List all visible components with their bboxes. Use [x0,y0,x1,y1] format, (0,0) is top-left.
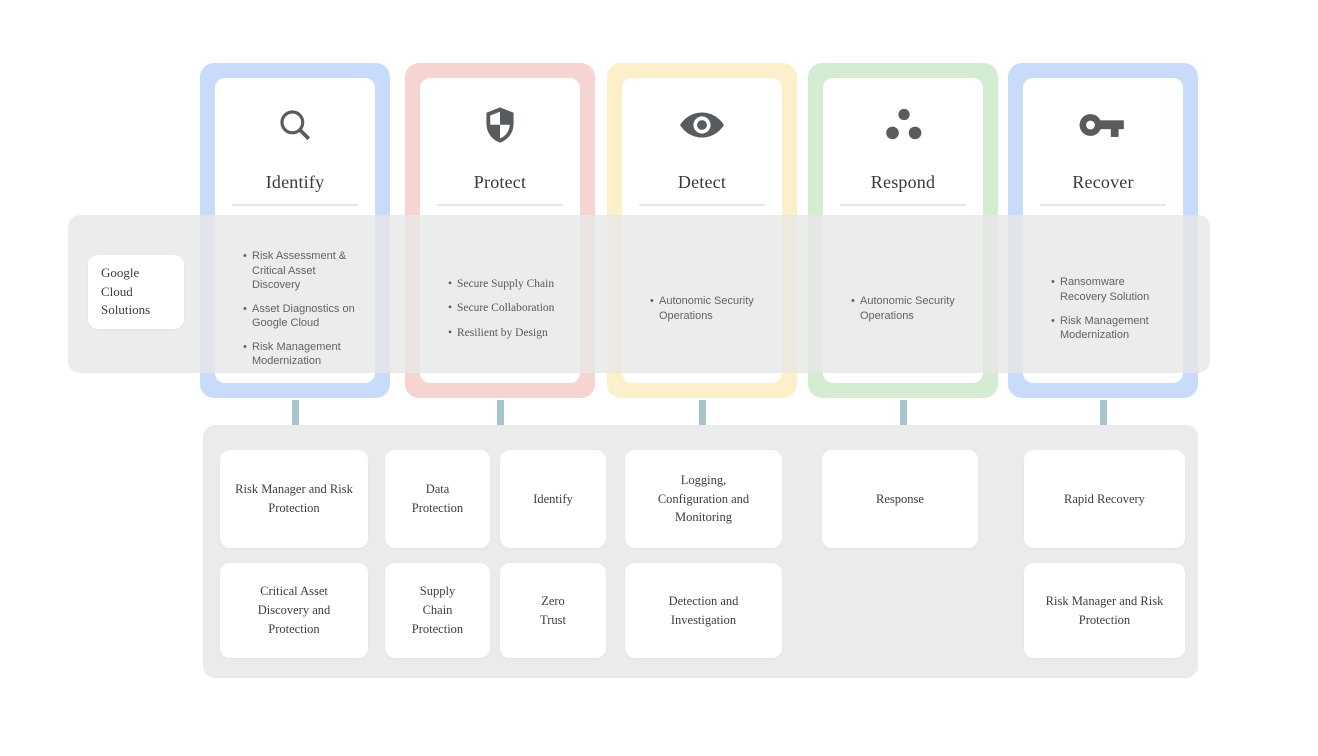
solution-item: Risk Management Modernization [243,340,365,369]
capability-label: Identify [533,491,573,506]
capability-box: Detection and Investigation [625,563,782,658]
solution-item: Risk Assessment & Critical Asset Discove… [243,249,365,293]
solution-item: Ransomware Recovery Solution [1051,275,1173,304]
capability-label: Response [876,491,924,506]
solution-item: Autonomic Security Operations [650,294,772,323]
capability-label: Detection and Investigation [668,593,739,627]
capability-box: Critical Asset Discovery and Protection [220,563,368,658]
key-icon [1023,94,1183,156]
capability-box: Supply Chain Protection [385,563,490,658]
column-identify: Identify Risk Assessment & Critical Asse… [200,63,390,398]
protect-solutions-list: Secure Supply Chain Secure Collaboration… [448,230,556,388]
capability-label: Logging, Configuration and Monitoring [657,472,750,525]
divider [232,204,358,206]
capability-box: Data Protection [385,450,490,548]
divider [840,204,966,206]
capability-box: Risk Manager and Risk Protection [1024,563,1185,658]
identify-solutions-list: Risk Assessment & Critical Asset Discove… [243,230,365,388]
capability-label: Rapid Recovery [1064,491,1145,506]
solution-item: Secure Collaboration [448,301,556,316]
capability-label: Risk Manager and Risk Protection [1045,593,1164,627]
shield-icon [420,94,580,156]
solution-item: Resilient by Design [448,326,556,341]
solution-item: Asset Diagnostics on Google Cloud [243,302,365,331]
divider [639,204,765,206]
solutions-band [68,215,1210,373]
column-title: Detect [677,172,727,192]
capability-label: Supply Chain Protection [411,584,464,636]
capability-box: Response [822,450,978,548]
capability-box: Rapid Recovery [1024,450,1185,548]
capability-label: Risk Manager and Risk Protection [235,482,353,515]
capability-box: Logging, Configuration and Monitoring [625,450,782,548]
eye-icon [622,94,782,156]
solution-item: Autonomic Security Operations [851,294,973,323]
column-title: Recover [1072,172,1134,192]
capability-panel: Risk Manager and Risk Protection Data Pr… [203,425,1198,678]
google-cloud-solutions-label: Google Cloud Solutions [88,255,184,329]
divider [437,204,563,206]
column-title: Protect [473,172,527,192]
solution-item: Risk Management Modernization [1051,314,1173,343]
capability-box: Risk Manager and Risk Protection [220,450,368,548]
column-title: Identify [265,172,325,192]
solution-item: Secure Supply Chain [448,277,556,292]
capability-label: Zero Trust [540,593,566,627]
side-label-text: Google Cloud Solutions [101,264,151,318]
detect-solutions-list: Autonomic Security Operations [650,230,772,388]
column-title: Respond [870,172,936,192]
magnifier-icon [215,94,375,156]
divider [1040,204,1166,206]
recover-solutions-list: Ransomware Recovery Solution Risk Manage… [1051,230,1173,388]
respond-solutions-list: Autonomic Security Operations [851,230,973,388]
dots-icon [823,94,983,156]
capability-label: Data Protection [411,482,464,515]
capability-box: Zero Trust [500,563,606,658]
capability-box: Identify [500,450,606,548]
capability-label: Critical Asset Discovery and Protection [257,584,331,636]
